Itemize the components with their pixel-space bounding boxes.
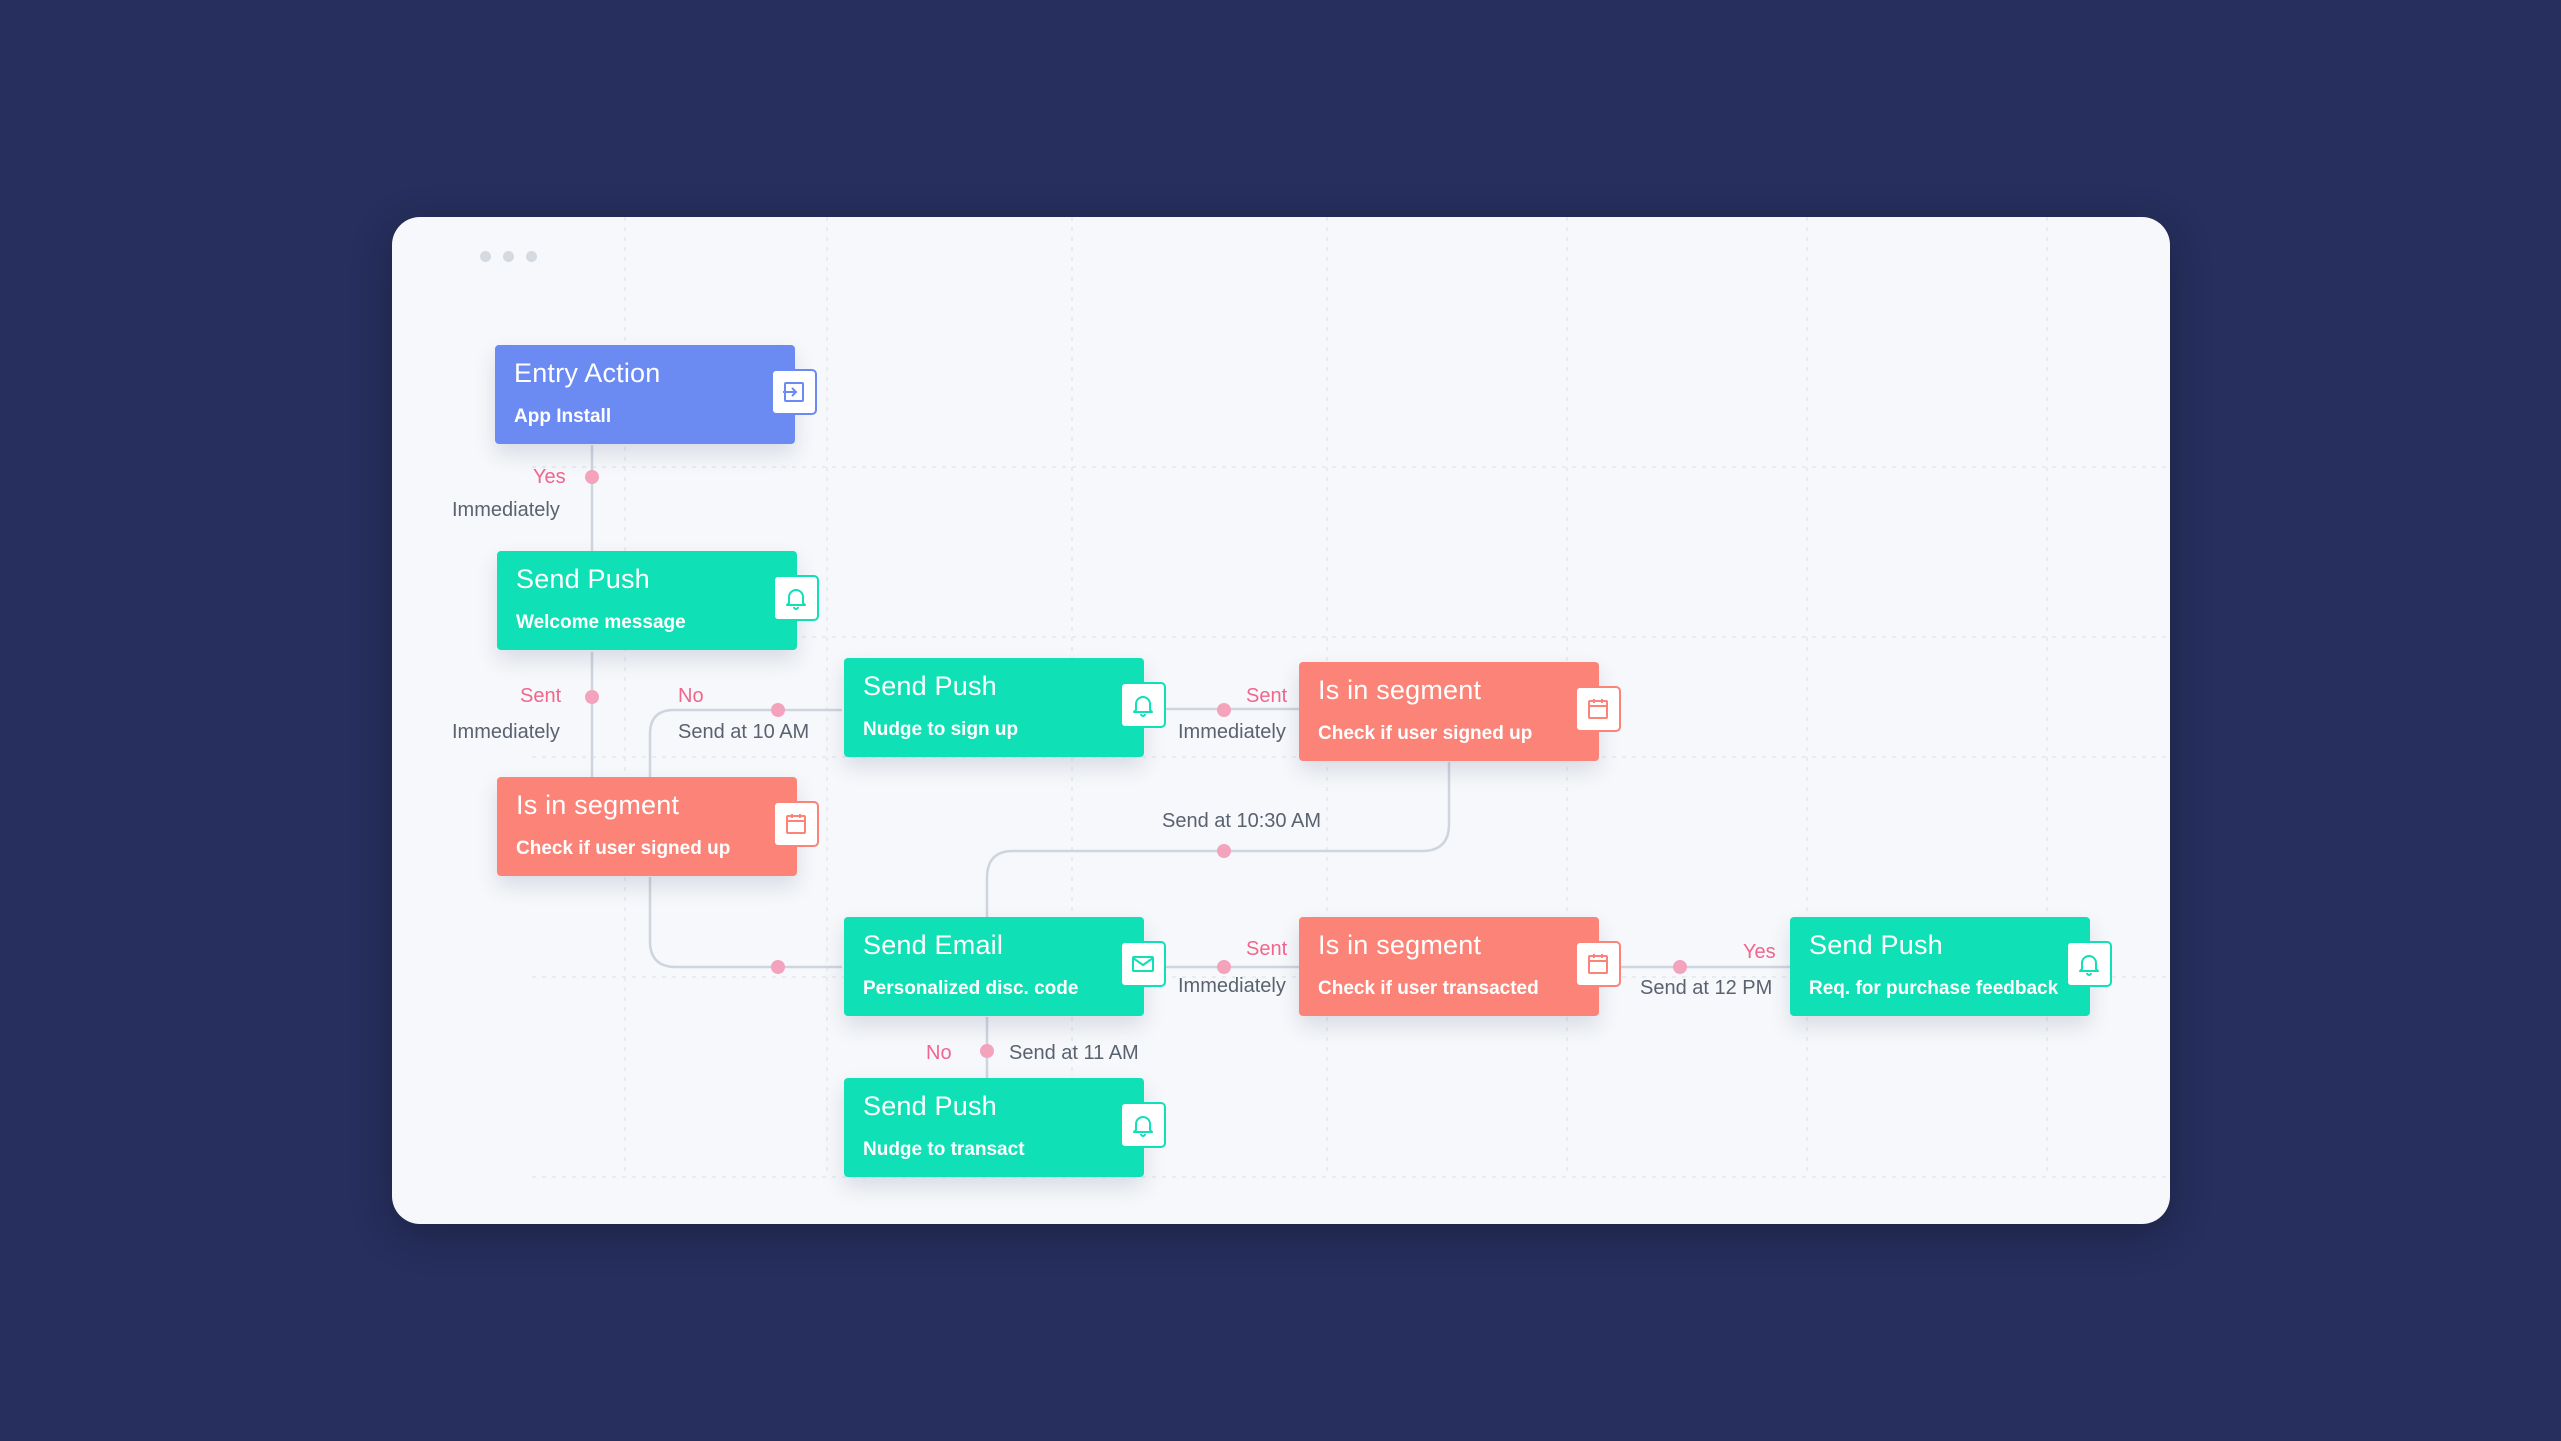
connector-dot (1217, 703, 1231, 717)
node-subtitle: Nudge to sign up (863, 719, 1019, 740)
bell-icon[interactable] (1120, 682, 1166, 728)
connector-dot (1217, 844, 1231, 858)
node-title: Send Email (863, 930, 1004, 960)
node-send-push-nudge-signup[interactable]: Send Push Nudge to sign up (844, 658, 1166, 757)
node-send-push-feedback[interactable]: Send Push Req. for purchase feedback (1790, 917, 2112, 1016)
enter-icon[interactable] (771, 369, 817, 415)
node-title: Is in segment (1318, 675, 1482, 705)
edge-condition: No (926, 1042, 952, 1064)
bell-icon[interactable] (2066, 941, 2112, 987)
connector-dot (980, 1044, 994, 1058)
mail-icon[interactable] (1120, 941, 1166, 987)
node-subtitle: Check if user signed up (516, 838, 731, 859)
calendar-icon[interactable] (1575, 941, 1621, 987)
connector-dot (771, 703, 785, 717)
edge-condition: Yes (533, 466, 566, 488)
bell-icon[interactable] (773, 575, 819, 621)
connector-segment-nudge (648, 708, 842, 777)
edge-condition: No (678, 685, 704, 707)
edge-timing: Send at 10:30 AM (1162, 810, 1322, 832)
window-dot[interactable] (526, 251, 537, 262)
edge-timing: Immediately (1178, 975, 1286, 997)
connector-lines (590, 445, 1790, 1079)
node-subtitle: App Install (514, 406, 612, 427)
edge-condition: Sent (1246, 938, 1288, 960)
node-title: Send Push (863, 1091, 997, 1121)
node-title: Is in segment (516, 790, 680, 820)
calendar-icon[interactable] (1575, 686, 1621, 732)
workflow-window: Yes Immediately Sent Immediately No Send… (392, 217, 2170, 1224)
node-title: Send Push (516, 564, 650, 594)
connector-dot (771, 960, 785, 974)
window-controls (480, 251, 537, 262)
node-title: Entry Action (514, 358, 661, 388)
node-segment-signed-up[interactable]: Is in segment Check if user signed up (497, 777, 819, 876)
node-entry-action[interactable]: Entry Action App Install (495, 345, 817, 444)
edge-timing: Immediately (452, 721, 560, 743)
node-title: Send Push (863, 671, 997, 701)
connector-dot (585, 690, 599, 704)
edge-timing: Immediately (452, 499, 560, 521)
connector-dot (1217, 960, 1231, 974)
bell-icon[interactable] (1120, 1102, 1166, 1148)
node-send-email-discount[interactable]: Send Email Personalized disc. code (844, 917, 1166, 1016)
edge-timing: Immediately (1178, 721, 1286, 743)
edge-condition: Sent (520, 685, 562, 707)
connector-dot (585, 470, 599, 484)
edge-timing: Send at 12 PM (1640, 977, 1773, 999)
connector-dot (1673, 960, 1687, 974)
edge-condition: Sent (1246, 685, 1288, 707)
edge-timing: Send at 11 AM (1009, 1042, 1139, 1064)
node-send-push-welcome[interactable]: Send Push Welcome message (497, 551, 819, 650)
window-dot[interactable] (503, 251, 514, 262)
node-segment-transacted[interactable]: Is in segment Check if user transacted (1299, 917, 1621, 1016)
edge-timing: Send at 10 AM (678, 721, 810, 743)
node-send-push-nudge-transact[interactable]: Send Push Nudge to transact (844, 1078, 1166, 1177)
connector-segment2-email (985, 762, 1451, 917)
node-subtitle: Welcome message (516, 612, 686, 633)
window-dot[interactable] (480, 251, 491, 262)
node-title: Send Push (1809, 930, 1943, 960)
connector-segment-email (648, 877, 842, 969)
calendar-icon[interactable] (773, 801, 819, 847)
edge-condition: Yes (1743, 941, 1776, 963)
node-subtitle: Personalized disc. code (863, 978, 1079, 999)
node-subtitle: Check if user transacted (1318, 978, 1539, 999)
node-subtitle: Check if user signed up (1318, 723, 1533, 744)
node-title: Is in segment (1318, 930, 1482, 960)
connector-dots (585, 470, 1687, 1058)
node-subtitle: Req. for purchase feedback (1809, 978, 2059, 999)
node-segment-signed-up-2[interactable]: Is in segment Check if user signed up (1299, 662, 1621, 761)
node-subtitle: Nudge to transact (863, 1139, 1025, 1160)
